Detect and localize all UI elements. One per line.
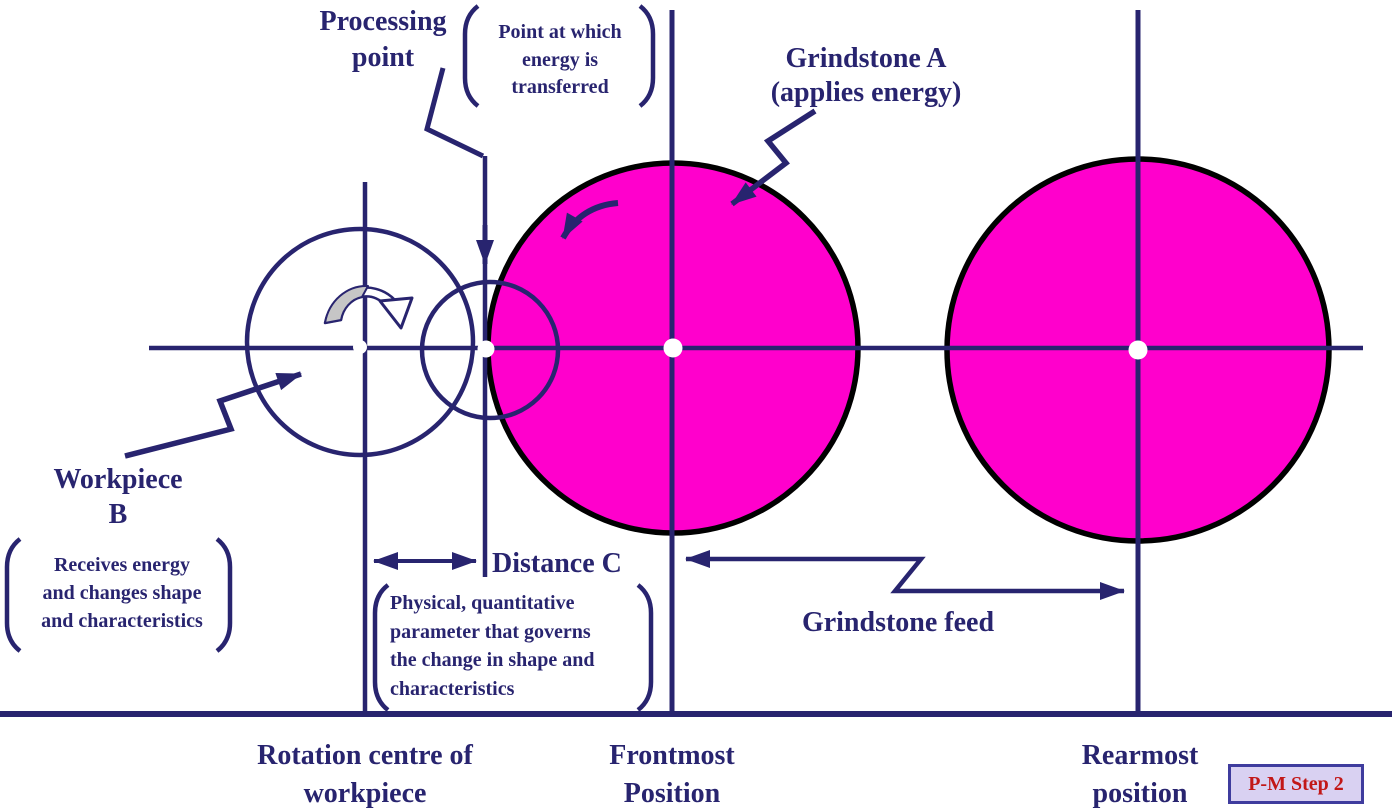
rearmost-centre-dot	[1128, 340, 1148, 360]
distance-note-left-bracket	[372, 583, 390, 712]
workpiece-pointer-arrow	[124, 371, 302, 459]
workpiece-note: Receives energy and changes shape and ch…	[41, 554, 203, 632]
grindstone-feed-arrow	[685, 550, 1125, 600]
frontmost-position-label: Frontmost Position	[609, 740, 735, 809]
workpiece-note-left-bracket	[4, 537, 22, 653]
processing-point-label: Processing point	[319, 6, 447, 73]
processing-point-leader-line	[424, 67, 485, 159]
processing-point-circle	[419, 279, 561, 421]
grindstone-feed-label: Grindstone feed	[801, 607, 995, 638]
grindstone-a-pointer-arrow	[730, 108, 817, 207]
processing-note-right-bracket	[638, 4, 656, 108]
grindstone-a-label: Grindstone A (applies energy)	[770, 43, 962, 108]
workpiece-label: Workpiece B	[53, 464, 183, 530]
distance-c-note: Physical, quantitative parameter that go…	[390, 592, 595, 700]
pm-step-badge: P-M Step 2	[1228, 764, 1364, 804]
processing-point-dot	[477, 340, 495, 358]
workpiece-centre-dot	[353, 340, 367, 354]
grindstone-rotation-arrow-icon	[560, 200, 619, 240]
distance-c-label: Distance C	[492, 548, 622, 579]
processing-point-note: Point at which energy is transferred	[498, 21, 622, 98]
grindstone-a-centre-dot	[663, 338, 683, 358]
workpiece-rotation-arrow-icon	[323, 284, 414, 330]
distance-note-right-bracket	[636, 583, 654, 712]
workpiece-note-right-bracket	[215, 537, 233, 653]
rotation-centre-label: Rotation centre of workpiece	[257, 740, 473, 809]
processing-note-left-bracket	[462, 4, 480, 108]
rearmost-position-label: Rearmost position	[1081, 740, 1199, 809]
